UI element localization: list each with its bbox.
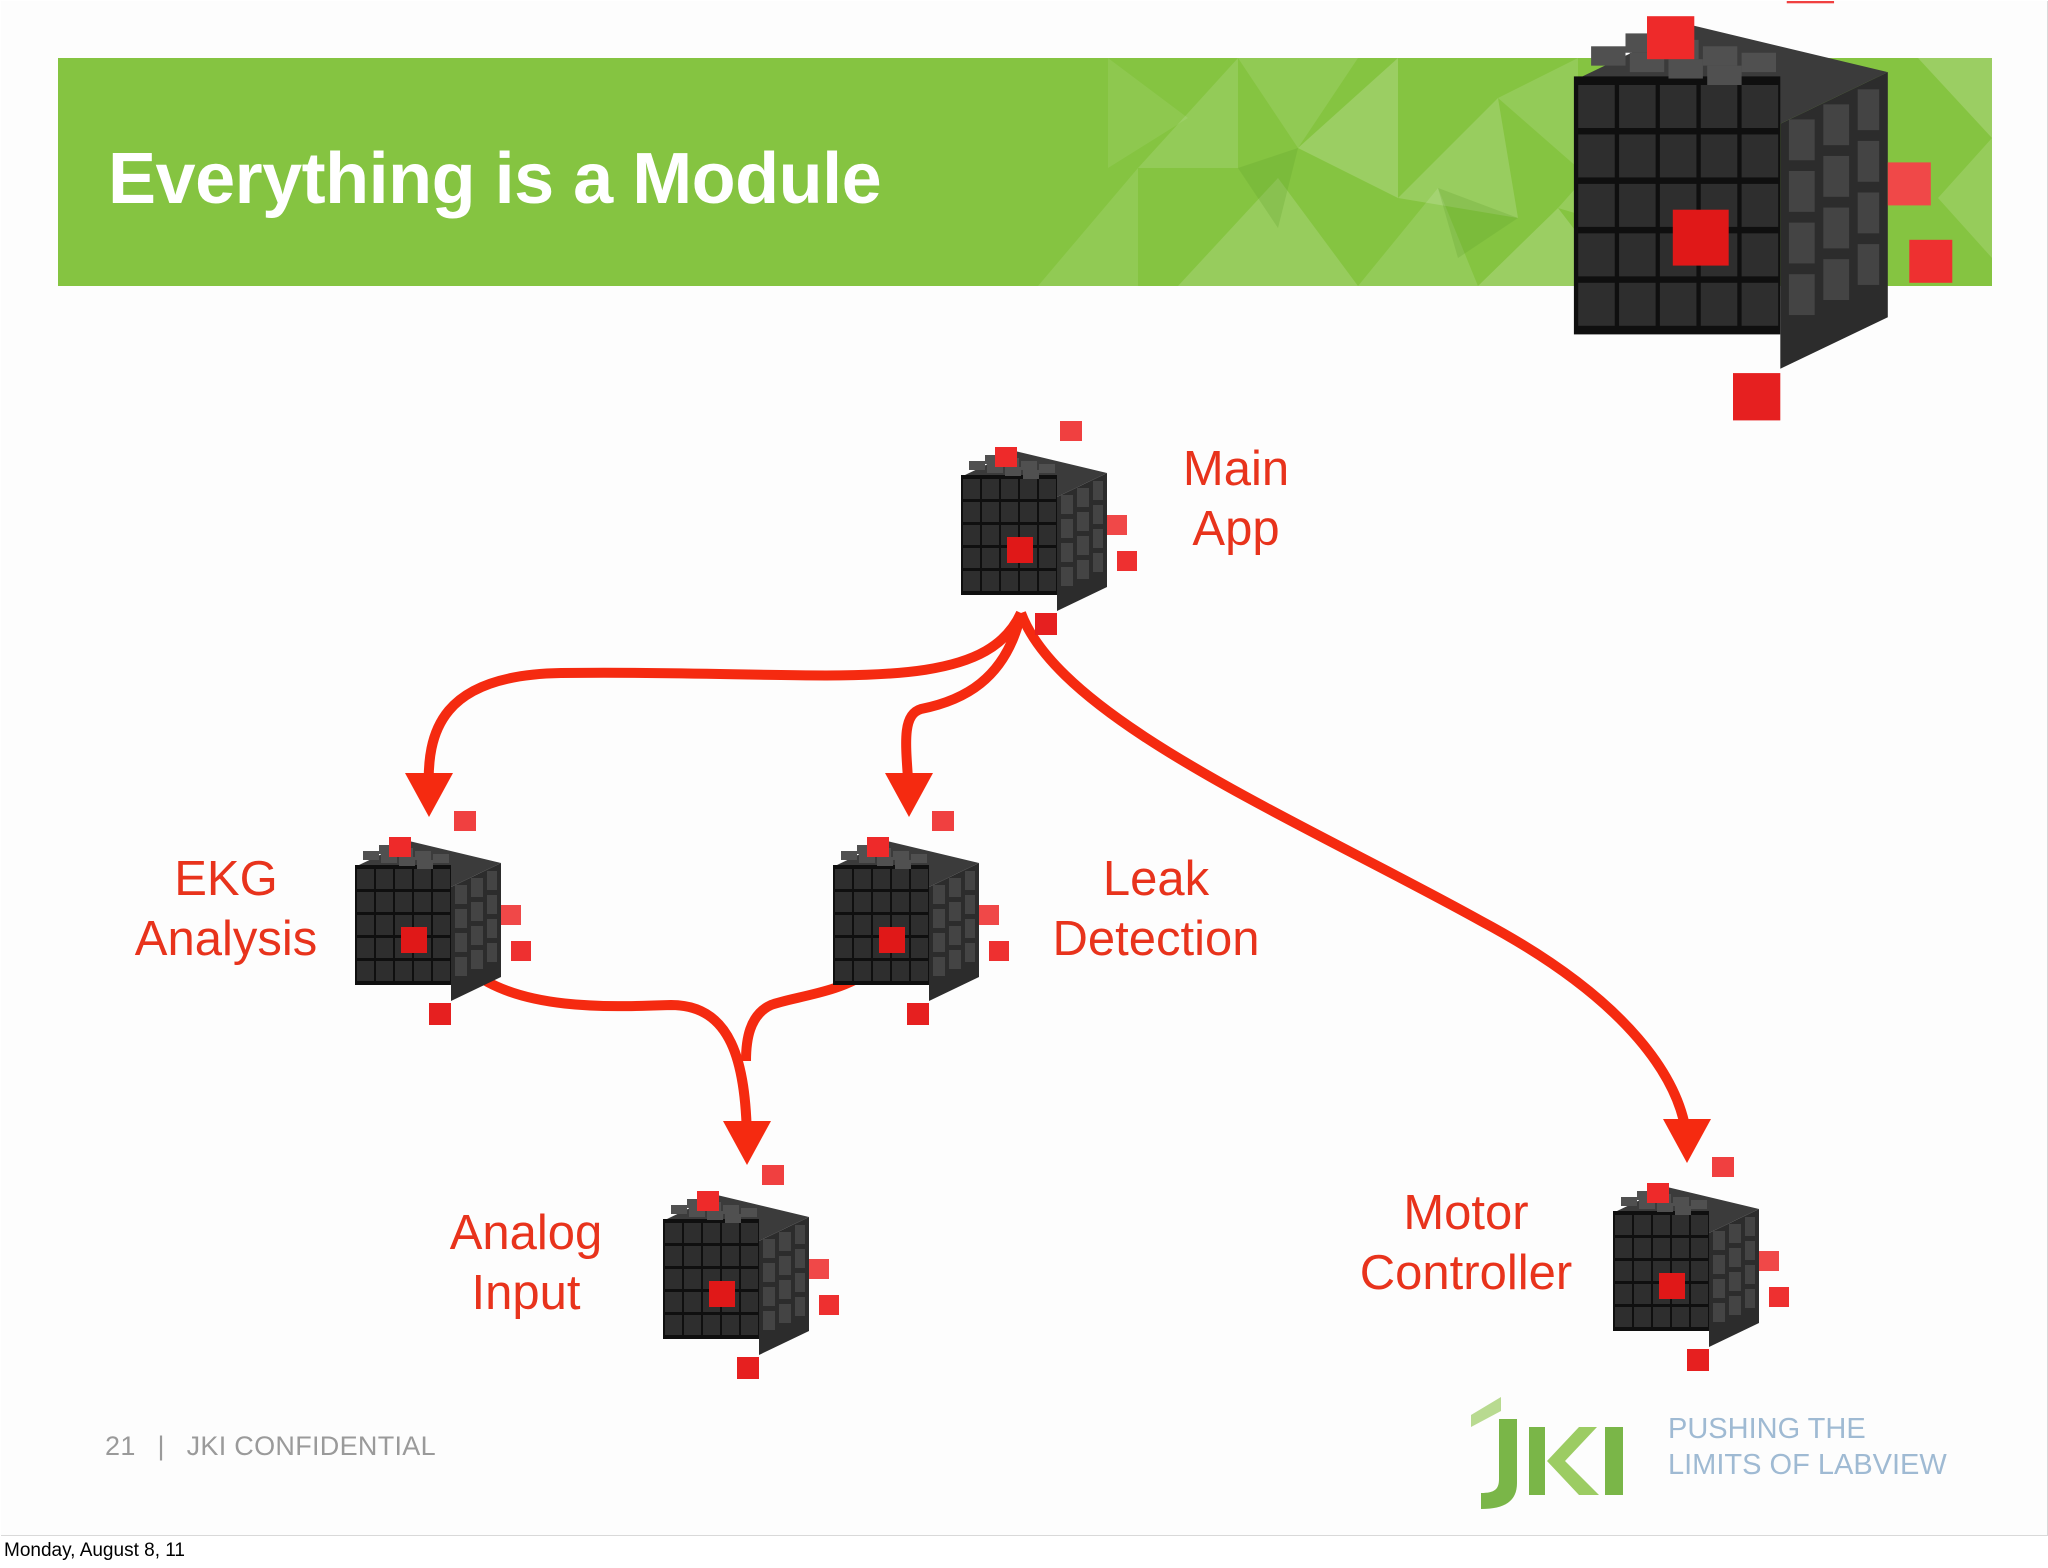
- date-stamp: Monday, August 8, 11: [4, 1540, 185, 1561]
- module-diagram: [355, 1, 1953, 1379]
- label-ekg-analysis: EKG Analysis: [134, 852, 318, 966]
- banner-logo-cube-icon: [1573, 1, 1953, 421]
- label-analog-input: Analog Input: [449, 1206, 603, 1320]
- cube-icon-leak-detection: [833, 811, 1009, 1025]
- jki-logo-icon: [1471, 1397, 1623, 1509]
- page-number: 21: [105, 1431, 136, 1461]
- slide: Everything is a Module: [1, 1, 2048, 1536]
- cube-icon-motor-controller: [1613, 1157, 1789, 1371]
- cube-icon-main-app: [961, 421, 1137, 635]
- label-leak-detection: Leak Detection: [1052, 852, 1260, 966]
- edge-ekg-to-analog: [467, 967, 771, 1165]
- label-main-app: Main App: [1182, 442, 1290, 556]
- tagline: PUSHING THE LIMITS OF LABVIEW: [1668, 1413, 1947, 1481]
- edge-leak-to-analog: [741, 966, 873, 1062]
- cube-icon-analog-input: [663, 1165, 839, 1379]
- edge-main-to-motor: [1016, 611, 1711, 1163]
- edge-main-to-leak: [885, 611, 1026, 817]
- slide-title: Everything is a Module: [108, 139, 882, 219]
- footer-label: JKI CONFIDENTIAL: [186, 1431, 436, 1461]
- edge-main-to-ekg: [405, 610, 1026, 817]
- footer: 21 | JKI CONFIDENTIAL: [105, 1431, 436, 1462]
- footer-separator: |: [157, 1431, 165, 1461]
- label-motor-controller: Motor Controller: [1359, 1186, 1573, 1300]
